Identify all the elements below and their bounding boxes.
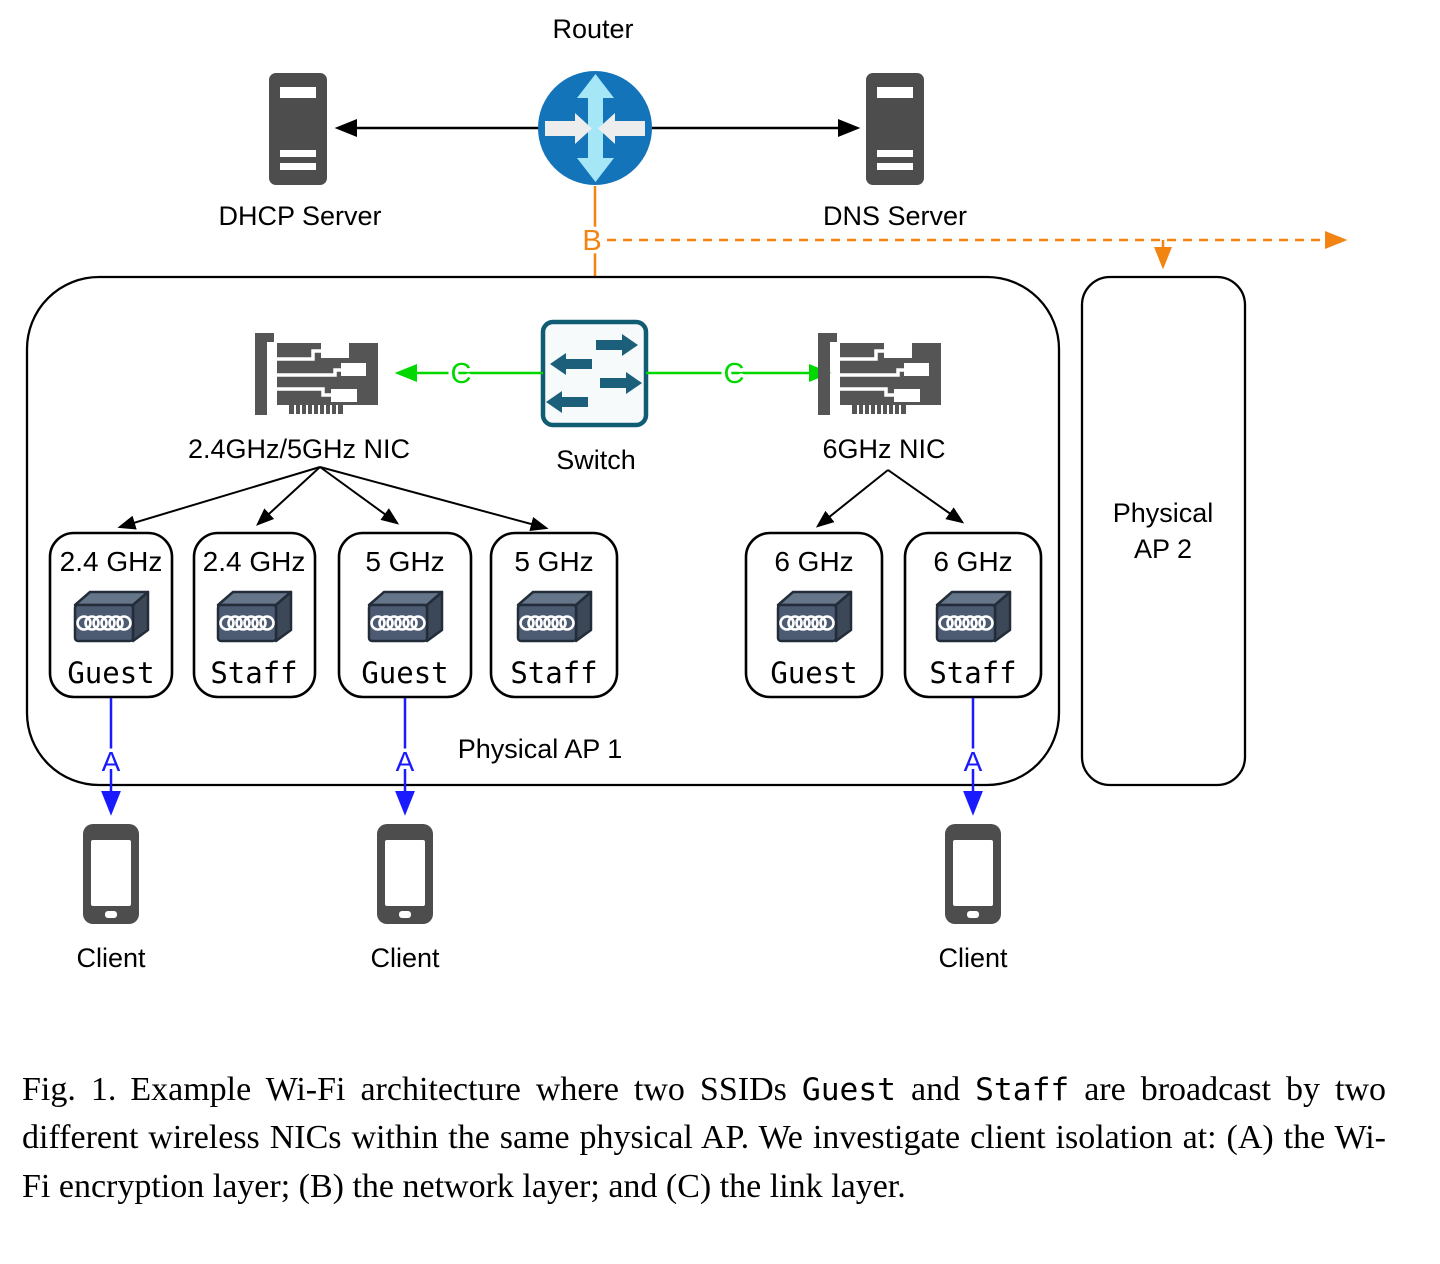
dhcp-server-label: DHCP Server xyxy=(218,201,381,231)
band-label: 5 GHz xyxy=(365,546,444,577)
ssid-box-24ghz-staff: 2.4 GHz Staff xyxy=(192,531,317,699)
radio-box-icon xyxy=(216,590,293,643)
radio-box-icon xyxy=(776,590,853,643)
router-label: Router xyxy=(552,14,633,44)
figure-caption: Fig. 1. Example Wi-Fi architecture where … xyxy=(22,1066,1386,1211)
ssid-label: Staff xyxy=(210,656,297,690)
ssid-label: Staff xyxy=(929,656,1016,690)
switch-icon xyxy=(540,319,649,428)
ssid-box-6ghz-staff: 6 GHz Staff xyxy=(903,531,1043,699)
link-label-c-right: C xyxy=(724,358,745,390)
physical-ap1-label: Physical AP 1 xyxy=(458,734,623,764)
band-label: 6 GHz xyxy=(774,546,853,577)
client-label-1: Client xyxy=(76,943,146,973)
ssid-label: Guest xyxy=(770,656,857,690)
radio-box-icon xyxy=(935,590,1012,643)
ssid-label: Guest xyxy=(361,656,448,690)
physical-ap2-label-line1: Physical xyxy=(1113,498,1214,528)
radio-box-icon xyxy=(367,590,444,643)
dns-server-icon xyxy=(866,73,924,185)
band-label: 2.4 GHz xyxy=(60,546,163,577)
link-label-a-1: A xyxy=(102,746,121,777)
client-phone-icon-3 xyxy=(945,824,1001,924)
figure-number: Fig. 1. xyxy=(22,1071,117,1108)
band-label: 6 GHz xyxy=(933,546,1012,577)
ssid-box-5ghz-guest: 5 GHz Guest xyxy=(337,531,473,699)
switch-label: Switch xyxy=(556,445,636,475)
radio-box-icon xyxy=(516,590,593,643)
caption-text-1: Example Wi-Fi architecture where two SSI… xyxy=(130,1071,802,1108)
nic-left-fanout xyxy=(117,466,549,531)
link-label-c-left: C xyxy=(451,358,472,390)
physical-ap2-label-line2: AP 2 xyxy=(1134,534,1192,564)
ssid-label: Guest xyxy=(67,656,154,690)
dns-server-label: DNS Server xyxy=(823,201,967,231)
ssid-box-24ghz-guest: 2.4 GHz Guest xyxy=(48,531,174,699)
nic-right-label: 6GHz NIC xyxy=(822,434,945,464)
ssid-box-6ghz-guest: 6 GHz Guest xyxy=(744,531,884,699)
caption-text-2: and xyxy=(896,1071,976,1108)
link-label-a-2: A xyxy=(396,746,415,777)
client-label-3: Client xyxy=(938,943,1008,973)
ssid-label: Staff xyxy=(510,656,597,690)
link-label-a-3: A xyxy=(964,746,983,777)
physical-ap2-box xyxy=(1080,275,1247,787)
wifi-architecture-diagram: Router DHCP Server DNS Server B Physical… xyxy=(25,14,1348,973)
caption-ssid-staff: Staff xyxy=(975,1072,1070,1108)
client-phone-icon-1 xyxy=(83,824,139,924)
client-label-2: Client xyxy=(370,943,440,973)
band-label: 5 GHz xyxy=(514,546,593,577)
radio-box-icon xyxy=(73,590,150,643)
router-icon xyxy=(538,71,652,185)
client-phone-icon-2 xyxy=(377,824,433,924)
band-label: 2.4 GHz xyxy=(203,546,306,577)
dhcp-server-icon xyxy=(269,73,327,185)
caption-text-3: are broadcast by two different wireless … xyxy=(22,1071,1386,1205)
link-a-arrows xyxy=(101,698,983,816)
nic-right-fanout xyxy=(815,469,965,528)
ssid-box-5ghz-staff: 5 GHz Staff xyxy=(489,531,619,699)
nic-left-label: 2.4GHz/5GHz NIC xyxy=(188,434,410,464)
caption-ssid-guest: Guest xyxy=(801,1072,896,1108)
link-label-b: B xyxy=(582,225,601,257)
